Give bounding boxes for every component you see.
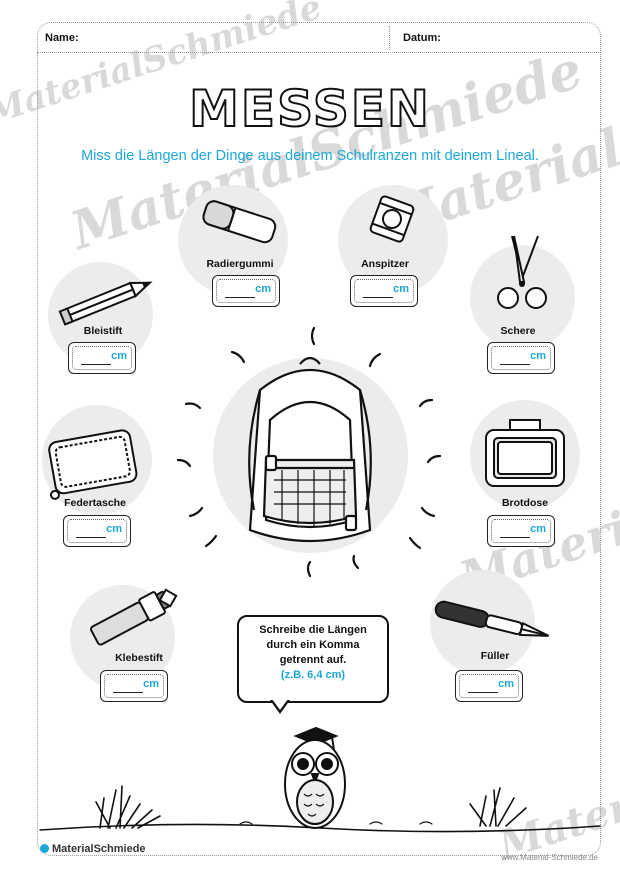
- backpack-illustration: [176, 326, 442, 578]
- sharpener-icon: [369, 195, 415, 243]
- unit-label: cm: [111, 350, 127, 362]
- footer-brand: MaterialSchmiede: [40, 843, 146, 855]
- answer-field-federtasche[interactable]: cm: [63, 515, 131, 547]
- hint-line-1: Schreibe die Längen: [259, 624, 367, 636]
- fountain-pen-icon: [434, 600, 549, 637]
- answer-field-radiergummi[interactable]: cm: [212, 275, 280, 307]
- pencil-icon: [58, 281, 153, 326]
- lunchbox-icon: [485, 419, 565, 487]
- unit-label: cm: [143, 678, 159, 690]
- name-label: Name:: [45, 32, 79, 44]
- unit-label: cm: [393, 283, 409, 295]
- instruction-text: Miss die Längen der Dinge aus deinem Sch…: [81, 148, 539, 164]
- hint-speech-bubble: Schreibe die Längen durch ein Komma getr…: [237, 615, 389, 703]
- answer-field-bleistift[interactable]: cm: [68, 342, 136, 374]
- footer-url: www.Material-Schmiede.de: [501, 853, 598, 862]
- answer-field-brotdose[interactable]: cm: [487, 515, 555, 547]
- unit-label: cm: [106, 523, 122, 535]
- answer-field-anspitzer[interactable]: cm: [350, 275, 418, 307]
- ground-illustration: [39, 785, 601, 833]
- glue-stick-icon: [90, 588, 178, 646]
- item-label-anspitzer: Anspitzer: [361, 258, 409, 270]
- item-label-brotdose: Brotdose: [501, 497, 549, 509]
- hint-example: (z.B. 6,4 cm): [280, 669, 346, 681]
- hint-line-2: durch ein Komma: [266, 639, 360, 651]
- answer-field-klebestift[interactable]: cm: [100, 670, 168, 702]
- item-circle: [470, 245, 575, 350]
- unit-label: cm: [255, 283, 271, 295]
- item-label-federtasche: Federtasche: [64, 497, 126, 509]
- brand-logo-icon: [40, 844, 49, 853]
- answer-field-fueller[interactable]: cm: [455, 670, 523, 702]
- owl-icon: [284, 726, 346, 829]
- item-label-schere: Schere: [500, 325, 536, 337]
- page-title: MESSEN: [188, 79, 431, 139]
- header: Name: Datum:: [37, 22, 599, 53]
- item-label-bleistift: Bleistift: [83, 325, 123, 337]
- eraser-icon: [202, 200, 277, 244]
- pencil-case-icon: [48, 429, 138, 500]
- date-label: Datum:: [403, 32, 441, 44]
- scissors-icon: [497, 235, 547, 309]
- item-label-fueller: Füller: [480, 650, 510, 662]
- worksheet-border: [37, 22, 601, 856]
- item-label-klebestift: Klebestift: [115, 652, 163, 664]
- unit-label: cm: [530, 350, 546, 362]
- header-divider: [389, 26, 390, 50]
- unit-label: cm: [498, 678, 514, 690]
- unit-label: cm: [530, 523, 546, 535]
- hint-line-3: getrennt auf.: [279, 654, 347, 666]
- item-label-radiergummi: Radiergummi: [206, 258, 274, 270]
- answer-field-schere[interactable]: cm: [487, 342, 555, 374]
